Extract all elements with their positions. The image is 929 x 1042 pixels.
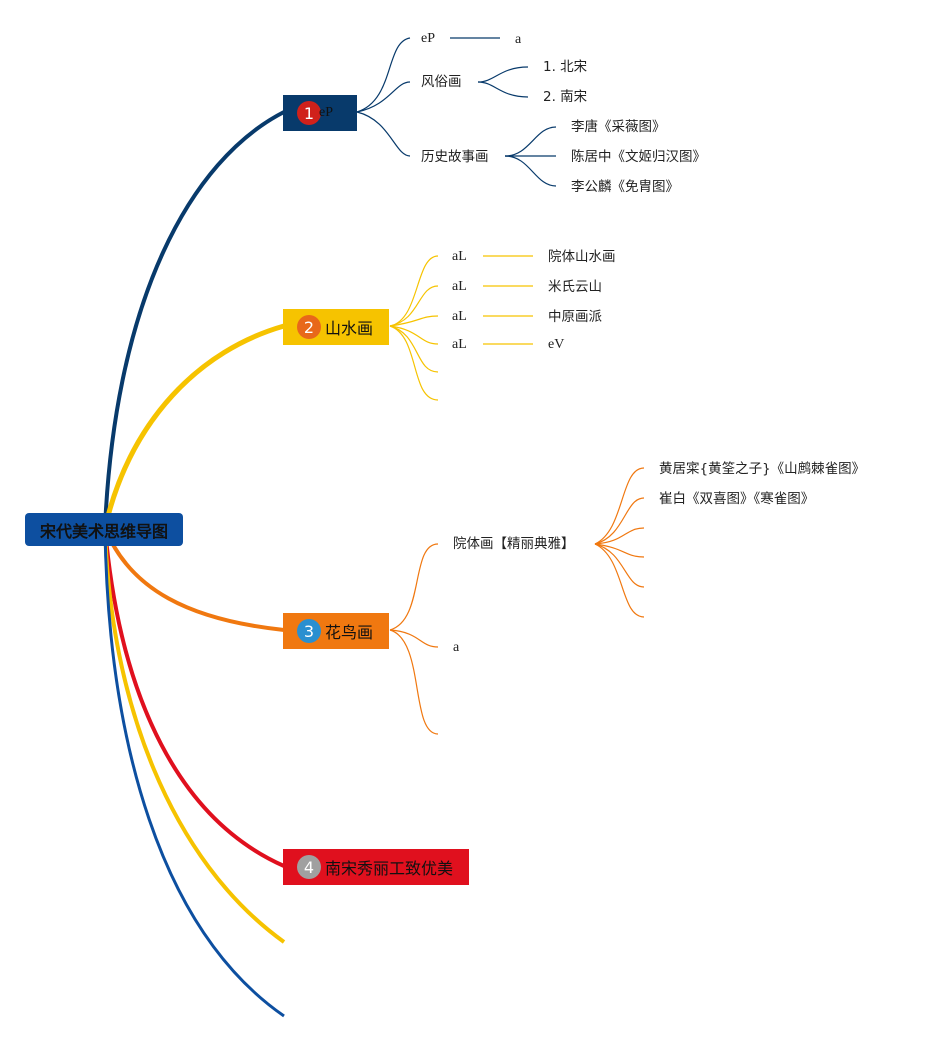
root-node-label: 宋代美术思维导图 xyxy=(39,521,168,541)
topic-b1-c3[interactable]: 历史故事画 xyxy=(421,149,489,165)
branch-4-label: 南宋秀丽工致优美 xyxy=(325,859,454,878)
topic-b3-c1[interactable]: 院体画【精丽典雅】 xyxy=(453,536,575,552)
topic-b2-c3[interactable]: aL xyxy=(452,309,467,324)
topic-b2-c1[interactable]: aL xyxy=(452,249,467,264)
topic-b3-c1-sub2[interactable]: 崔白《双喜图》《寒雀图》 xyxy=(659,491,815,507)
branch-node-2[interactable]: 2 山水画 xyxy=(283,309,389,345)
branch-node-4[interactable]: 4 南宋秀丽工致优美 xyxy=(283,849,469,885)
topic-b1-c3-sub2[interactable]: 陈居中《文姬归汉图》 xyxy=(571,149,706,165)
topic-b2-c1-sub[interactable]: 院体山水画 xyxy=(548,249,616,265)
branch-2-label: 山水画 xyxy=(325,319,374,338)
topic-b3-c2[interactable]: a xyxy=(453,640,460,655)
root-node[interactable]: 宋代美术思维导图 xyxy=(25,513,183,546)
topic-b1-c2-sub1[interactable]: 1. 北宋 xyxy=(543,59,588,75)
branch-3-label: 花鸟画 xyxy=(325,623,374,642)
branch-1-number-badge: 1 xyxy=(297,101,321,125)
trunk-extra-yellow xyxy=(103,527,286,944)
topic-b2-c2[interactable]: aL xyxy=(452,279,467,294)
branch-1-label: eP xyxy=(319,105,333,120)
branch-3-number-badge: 3 xyxy=(297,619,321,643)
branch-3-connectors xyxy=(389,467,645,735)
branch-2-connectors xyxy=(389,255,533,401)
topic-b1-c1-sub[interactable]: a xyxy=(515,32,522,47)
branch-2-number-badge: 2 xyxy=(297,315,321,339)
branch-4-number-badge: 4 xyxy=(297,855,321,879)
topic-b1-c3-sub3[interactable]: 李公麟《免胄图》 xyxy=(571,179,679,195)
trunk-branch-3 xyxy=(103,527,285,632)
branch-1-connectors xyxy=(356,37,557,187)
branch-node-3[interactable]: 3 花鸟画 xyxy=(283,613,389,649)
trunk-extra-blue xyxy=(103,527,285,1018)
topic-b1-c1[interactable]: eP xyxy=(421,31,435,46)
trunk-branch-1 xyxy=(103,110,285,529)
branch-node-1[interactable]: 1 eP xyxy=(283,95,357,131)
trunk-branch-2 xyxy=(102,323,285,529)
trunk-branch-4 xyxy=(103,527,285,868)
topic-b2-c4[interactable]: aL xyxy=(452,337,467,352)
topic-b1-c2[interactable]: 风俗画 xyxy=(421,74,462,90)
topic-b1-c3-sub1[interactable]: 李唐《采薇图》 xyxy=(571,119,666,135)
topic-b2-c2-sub[interactable]: 米氏云山 xyxy=(548,279,602,295)
topic-b3-c1-sub1[interactable]: 黄居寀{黄筌之子}《山鹧棘雀图》 xyxy=(659,461,866,477)
topic-b1-c2-sub2[interactable]: 2. 南宋 xyxy=(543,89,588,105)
topic-b2-c3-sub[interactable]: 中原画派 xyxy=(548,309,602,325)
topic-b2-c4-sub[interactable]: eV xyxy=(548,337,565,352)
